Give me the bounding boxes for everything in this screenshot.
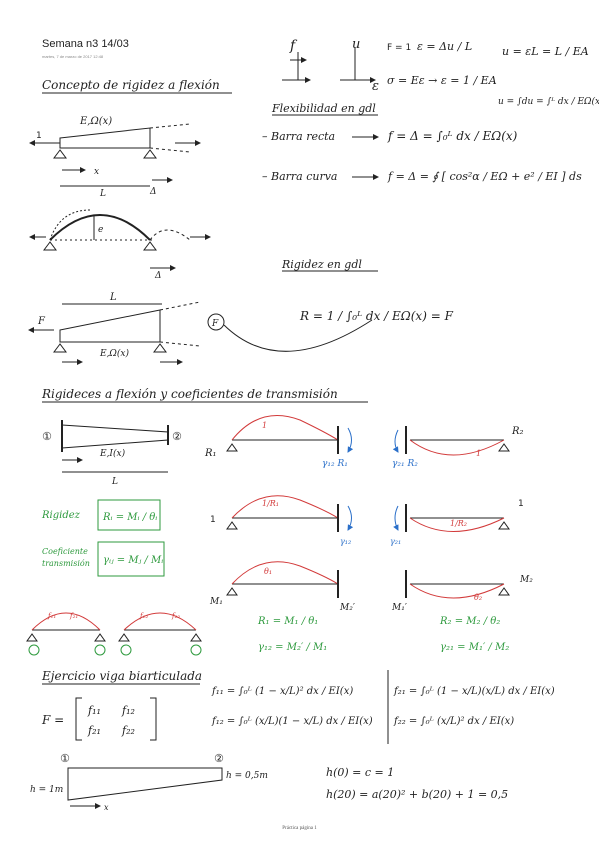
- label-M1: M₁: [209, 597, 223, 607]
- node-2-b: ②: [214, 752, 224, 765]
- rigidez-formula: R = 1 / ∫₀ᴸ dx / EΩ(x) = F: [299, 309, 454, 323]
- label-M1p: M₁′: [391, 603, 407, 613]
- coef-box: [97, 541, 165, 577]
- top-formula-1: F = 1: [387, 43, 411, 53]
- beam-3-L: L: [111, 477, 118, 487]
- heading-concepto: Concepto de rigidez a flexión: [42, 78, 220, 92]
- h20-equation: h(20) = a(20)² + b(20) + 1 = 0,5: [326, 788, 508, 801]
- exercise-x: x: [104, 803, 109, 812]
- f12-equation: f₁₂ = ∫₀ᴸ (x/L)(1 − x/L) dx / EI(x): [211, 716, 373, 727]
- label-R1-red: 1/R₁: [262, 499, 279, 508]
- heading-flexibilidad: Flexibilidad en gdl: [271, 102, 376, 115]
- label-R1: R₁: [204, 448, 217, 459]
- symbol-f: f: [289, 38, 298, 54]
- label-theta2: θ₂: [474, 593, 482, 602]
- g12-formula: γ₁₂ = M₂′ / M₁: [258, 642, 327, 653]
- arch-sketch: [29, 209, 211, 271]
- label-f22-red: f₂₂: [171, 612, 180, 620]
- matrix-bracket-right: [150, 697, 157, 741]
- label-f12-red: f₁₂: [139, 612, 148, 620]
- beam-1-L: L: [99, 189, 106, 199]
- page-date: martes, 7 de marzo de 2017 12:48: [42, 54, 104, 59]
- exercise-beam: [67, 767, 223, 809]
- barra-recta-formula: f = Δ = ∫₀ᴸ dx / EΩ(x): [387, 129, 518, 143]
- matrix-f22: f₂₂: [121, 724, 135, 737]
- matrix-f11: f₁₁: [87, 704, 101, 717]
- label-g21: γ₂₁: [390, 537, 401, 546]
- label-g12: γ₁₂: [340, 537, 351, 546]
- label-f11-red: f₁₁: [47, 612, 56, 620]
- heading-ejercicio: Ejercicio viga biarticulada: [41, 669, 202, 683]
- beam-2-L: L: [109, 292, 117, 303]
- symbol-u: u: [352, 37, 360, 52]
- matrix-bracket-left: [75, 697, 82, 741]
- beam-sketch-1: [29, 123, 201, 187]
- f21-equation: f₂₁ = ∫₀ᴸ (1 − x/L)(x/L) dx / EI(x): [393, 686, 555, 697]
- label-g21R2: γ₂₁ R₂: [392, 459, 418, 469]
- r1-formula: R₁ = M₁ / θ₁: [257, 616, 318, 627]
- beam-1-x: x: [94, 167, 99, 177]
- label-M2: M₂: [519, 575, 533, 585]
- node-1-a: ①: [42, 430, 52, 443]
- coef-label-2: transmisión: [42, 559, 90, 568]
- barra-curva-formula: f = Δ = ∮ [ cos²α / EΩ + e² / EI ] ds: [387, 170, 582, 183]
- matrix-f12: f₁₂: [121, 704, 135, 717]
- top-formula-4: σ = Eε → ε = 1 / EA: [387, 74, 497, 87]
- label-one-row2-right: 1: [518, 499, 524, 509]
- arch-e: e: [98, 225, 103, 235]
- node-2-a: ②: [172, 430, 182, 443]
- heading-rigideces: Rigideces a flexión y coeficientes de tr…: [41, 387, 338, 401]
- beam-sketch-2: [28, 301, 373, 365]
- f11-equation: f₁₁ = ∫₀ᴸ (1 − x/L)² dx / EI(x): [211, 686, 353, 697]
- beam-sketch-3: [61, 420, 169, 473]
- top-formula-5: u = ∫du = ∫ᴸ dx / EΩ(x): [498, 96, 599, 107]
- coef-def: γᵢⱼ = Mⱼ / Mᵢ: [103, 555, 163, 566]
- label-theta1: θ₁: [264, 567, 272, 576]
- rigidez-def: Rᵢ = Mᵢ / θᵢ: [102, 512, 157, 523]
- beam-1-delta: Δ: [149, 187, 157, 197]
- symbol-eps: ε: [372, 79, 379, 94]
- top-formula-2: ε = Δu / L: [417, 40, 472, 53]
- page-title: Semana n3 14/03: [42, 38, 129, 50]
- rigidez-box: [97, 499, 161, 531]
- label-g12R1: γ₁₂ R₁: [322, 459, 348, 469]
- label-one-red-1: 1: [262, 421, 267, 430]
- heading-rigidez-gdl: Rigidez en gdl: [281, 258, 362, 271]
- label-R2: R₂: [511, 426, 524, 437]
- beam-1-load-left: 1: [36, 131, 42, 141]
- beam-3-label: E,I(x): [99, 448, 126, 459]
- deflection-sketches: [226, 415, 510, 599]
- small-beams-f: [26, 612, 202, 656]
- h-right: h = 0,5m: [226, 771, 268, 781]
- coef-label-1: Coeficiente: [42, 547, 88, 556]
- rigidez-label: Rigidez: [41, 510, 81, 521]
- beam-2-label: E,Ω(x): [99, 348, 129, 359]
- label-one-red-2: 1: [476, 449, 481, 458]
- label-M2p: M₂′: [339, 603, 355, 613]
- node-1-b: ①: [60, 752, 70, 765]
- h-left: h = 1m: [30, 785, 63, 795]
- top-formula-3: u = εL = L / EA: [502, 45, 589, 58]
- circle-F: F: [211, 319, 219, 329]
- f22-equation: f₂₂ = ∫₀ᴸ (x/L)² dx / EI(x): [393, 716, 514, 727]
- beam-1-label: E,Ω(x): [79, 116, 112, 127]
- beam-2-F: F: [37, 316, 46, 327]
- r2-formula: R₂ = M₂ / θ₂: [439, 616, 500, 627]
- F-matrix-lhs: F =: [41, 713, 64, 727]
- matrix-f21: f₂₁: [87, 724, 101, 737]
- barra-recta-label: – Barra recta: [262, 130, 335, 143]
- g21-formula: γ₂₁ = M₁′ / M₂: [440, 642, 509, 653]
- label-one-row2-left: 1: [210, 515, 216, 525]
- h0-equation: h(0) = c = 1: [326, 766, 394, 779]
- top-axes-sketch: [282, 48, 376, 83]
- label-f21-red: f₂₁: [69, 612, 78, 620]
- barra-curva-label: – Barra curva: [262, 170, 338, 183]
- label-R2-red: 1/R₂: [450, 519, 467, 528]
- page-footer: Práctica página 1: [282, 826, 317, 831]
- arch-delta: Δ: [154, 271, 162, 281]
